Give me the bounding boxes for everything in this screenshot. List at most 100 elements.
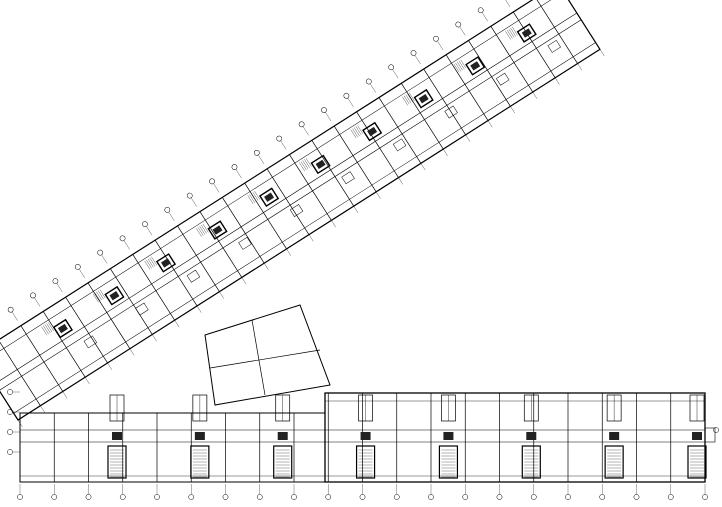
grid-bubble-top: [231, 164, 238, 170]
stair-tread: [94, 292, 101, 302]
lift-shaft: [521, 28, 532, 38]
stair-tread: [201, 224, 207, 234]
grid-line: [398, 177, 403, 185]
grid-line: [213, 183, 220, 193]
lift-shaft: [57, 323, 68, 334]
grid-line: [375, 191, 381, 199]
lift-shaft: [692, 432, 702, 440]
stair-tread: [460, 59, 467, 69]
grid-line: [107, 362, 112, 370]
bathroom: [289, 204, 304, 217]
stair-core: [521, 445, 541, 479]
grid-bubble-top: [142, 221, 148, 227]
grid-bubble-bottom: [393, 494, 400, 500]
bathroom: [495, 72, 510, 86]
grid-bubble-bottom: [291, 494, 297, 500]
grid-bubble-top: [209, 178, 215, 185]
stair-tread: [149, 257, 156, 267]
stair-tread: [352, 128, 359, 138]
grid-bubble-right: [713, 427, 719, 433]
bay-wall: [512, 11, 556, 78]
grid-line: [168, 212, 175, 221]
stair-core: [52, 318, 73, 339]
grid-bubble-top: [433, 35, 439, 42]
lift-shaft: [360, 432, 371, 440]
stair-tread: [505, 31, 511, 40]
bathroom: [135, 302, 149, 316]
stair-core: [413, 88, 434, 109]
grid-bubble-bottom: [633, 494, 640, 500]
stair-tread: [458, 60, 465, 70]
grid-line: [129, 348, 135, 356]
bay-wall: [154, 239, 198, 307]
stair-tread: [407, 93, 413, 103]
grid-bubble-top: [365, 78, 372, 85]
grid-line: [264, 263, 269, 270]
grid-bubble-bottom: [85, 494, 92, 500]
grid-line: [437, 41, 444, 50]
bathroom: [238, 236, 252, 250]
lift-shaft: [315, 159, 326, 170]
grid-line: [174, 320, 180, 328]
grid-line: [347, 98, 354, 107]
stair-core: [310, 154, 331, 175]
grid-bubble-left: [7, 409, 13, 415]
grid-line: [241, 277, 247, 285]
stair-tread: [305, 158, 312, 167]
grid-line: [235, 169, 242, 179]
grid-bubble-bottom: [51, 494, 58, 500]
stair-core: [104, 285, 125, 306]
bathroom: [392, 138, 407, 152]
bathroom: [186, 269, 201, 283]
lift-shaft: [609, 432, 620, 440]
grid-line: [443, 148, 448, 156]
bathroom: [341, 171, 355, 185]
grid-bubble-top: [298, 121, 305, 128]
grid-line: [152, 334, 157, 342]
stair-tread: [252, 192, 259, 201]
stair-tread: [405, 94, 412, 104]
grid-line: [286, 248, 292, 256]
grid-line: [191, 198, 197, 207]
stair-core: [438, 445, 459, 479]
left-block-wall: [19, 412, 326, 483]
bay-wall: [468, 40, 511, 107]
stair-tread: [302, 160, 309, 169]
stair-tread: [457, 61, 463, 71]
grid-bubble-bottom: [599, 494, 606, 500]
stair-tread: [512, 26, 518, 36]
grid-bubble-top: [343, 92, 350, 99]
stair-tread: [507, 30, 513, 39]
grid-line: [510, 106, 515, 114]
stair-tread: [41, 326, 48, 336]
grid-line: [465, 134, 471, 142]
stair-core: [107, 445, 127, 479]
grid-line: [353, 206, 359, 213]
grid-bubble-bottom: [154, 494, 160, 500]
lift-shaft: [160, 258, 171, 268]
bay-wall: [289, 154, 332, 221]
grid-line: [79, 269, 85, 278]
grid-bubble-top: [477, 7, 484, 14]
grid-bubble-bottom: [256, 494, 263, 500]
grid-bubble-top: [254, 149, 260, 156]
stair-tread: [147, 258, 154, 268]
stair-tread: [300, 161, 307, 170]
corridor-wall: [0, 12, 577, 384]
stair-tread: [250, 193, 257, 202]
horizontal-outer-wall: [324, 392, 706, 483]
stair-tread: [144, 260, 151, 270]
grid-line: [577, 63, 582, 71]
stair-core: [190, 445, 210, 479]
grid-line: [62, 391, 68, 399]
bathroom: [444, 105, 458, 119]
bay-wall: [110, 268, 153, 335]
grid-bubble-bottom: [565, 494, 571, 500]
grid-bubble-bottom: [428, 494, 434, 500]
connector-wall: [251, 319, 266, 396]
diagonal-wing: [0, 0, 605, 427]
grid-bubble-bottom: [119, 494, 126, 500]
stair-tread: [197, 227, 204, 236]
stair-tread: [455, 62, 462, 72]
